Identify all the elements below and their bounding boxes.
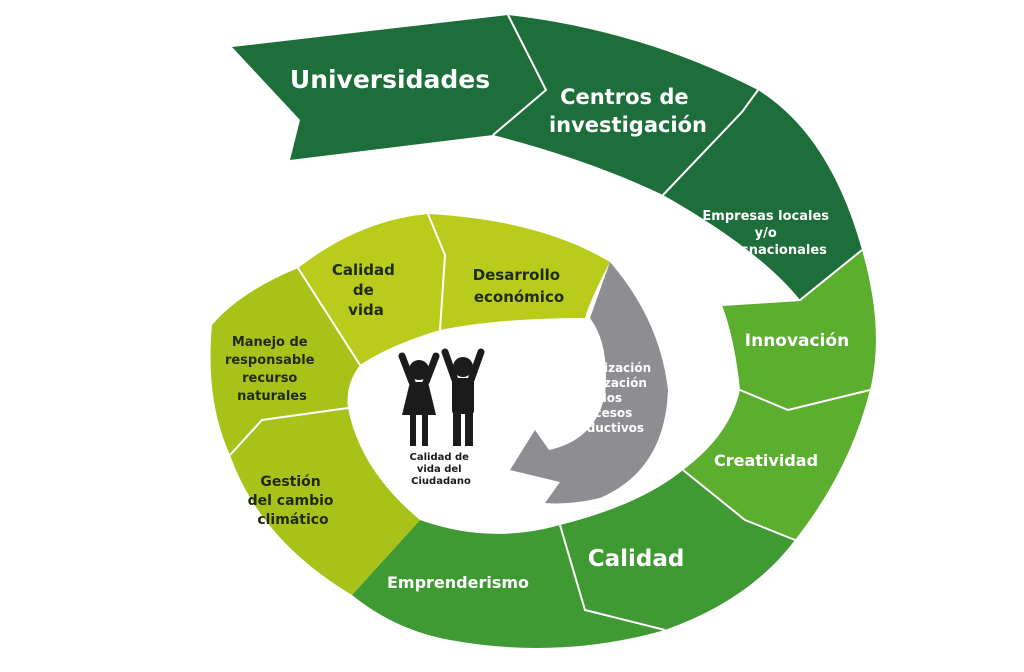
inner-ring (210, 214, 610, 595)
label-innovacion: Innovación (745, 331, 849, 351)
divider-3 (721, 249, 863, 306)
label-gestion: Gestión del cambio climático (248, 474, 339, 528)
segment-empresas (663, 90, 862, 300)
process-arrow (510, 262, 668, 504)
segment-calidad (560, 470, 795, 630)
label-desarrollo: Desarrollo económico (473, 266, 566, 306)
divider-9 (229, 407, 349, 456)
segment-manejo (210, 268, 360, 455)
outer-spiral (232, 15, 876, 648)
divider-6 (559, 524, 666, 631)
label-universidades: Universidades (290, 65, 490, 94)
dividers (229, 14, 871, 631)
segment-universidades (232, 15, 546, 160)
segment-desarrollo (428, 214, 610, 330)
label-center: Calidad de vida del Ciudadano (410, 452, 473, 487)
divider-2 (662, 89, 759, 196)
segment-innovacion (722, 250, 876, 410)
label-creatividad: Creatividad (714, 451, 818, 470)
divider-7 (427, 213, 447, 331)
divider-4 (739, 389, 871, 412)
segment-emprenderismo (352, 520, 665, 648)
segment-calidad-vida (298, 214, 445, 365)
label-emprenderismo: Emprenderismo (387, 573, 529, 592)
segment-gestion (230, 408, 420, 595)
label-arrow: Modernización Actualización en los Proce… (553, 361, 656, 435)
label-calidad-vida: Calidad de vida (332, 261, 400, 319)
label-empresas: Empresas locales y/o Transnacionales (702, 209, 833, 258)
label-centros: Centros de investigación (549, 85, 707, 137)
segment-centros (493, 15, 758, 195)
labels: Universidades Centros de investigación E… (225, 65, 849, 592)
divider-1 (492, 14, 548, 136)
people-raising-hands-icon (398, 348, 485, 446)
divider-8 (297, 267, 361, 366)
divider-5 (682, 469, 796, 541)
segment-creatividad (683, 390, 870, 540)
label-manejo: Manejo de responsable recurso naturales (225, 335, 319, 404)
label-calidad: Calidad (588, 546, 685, 572)
